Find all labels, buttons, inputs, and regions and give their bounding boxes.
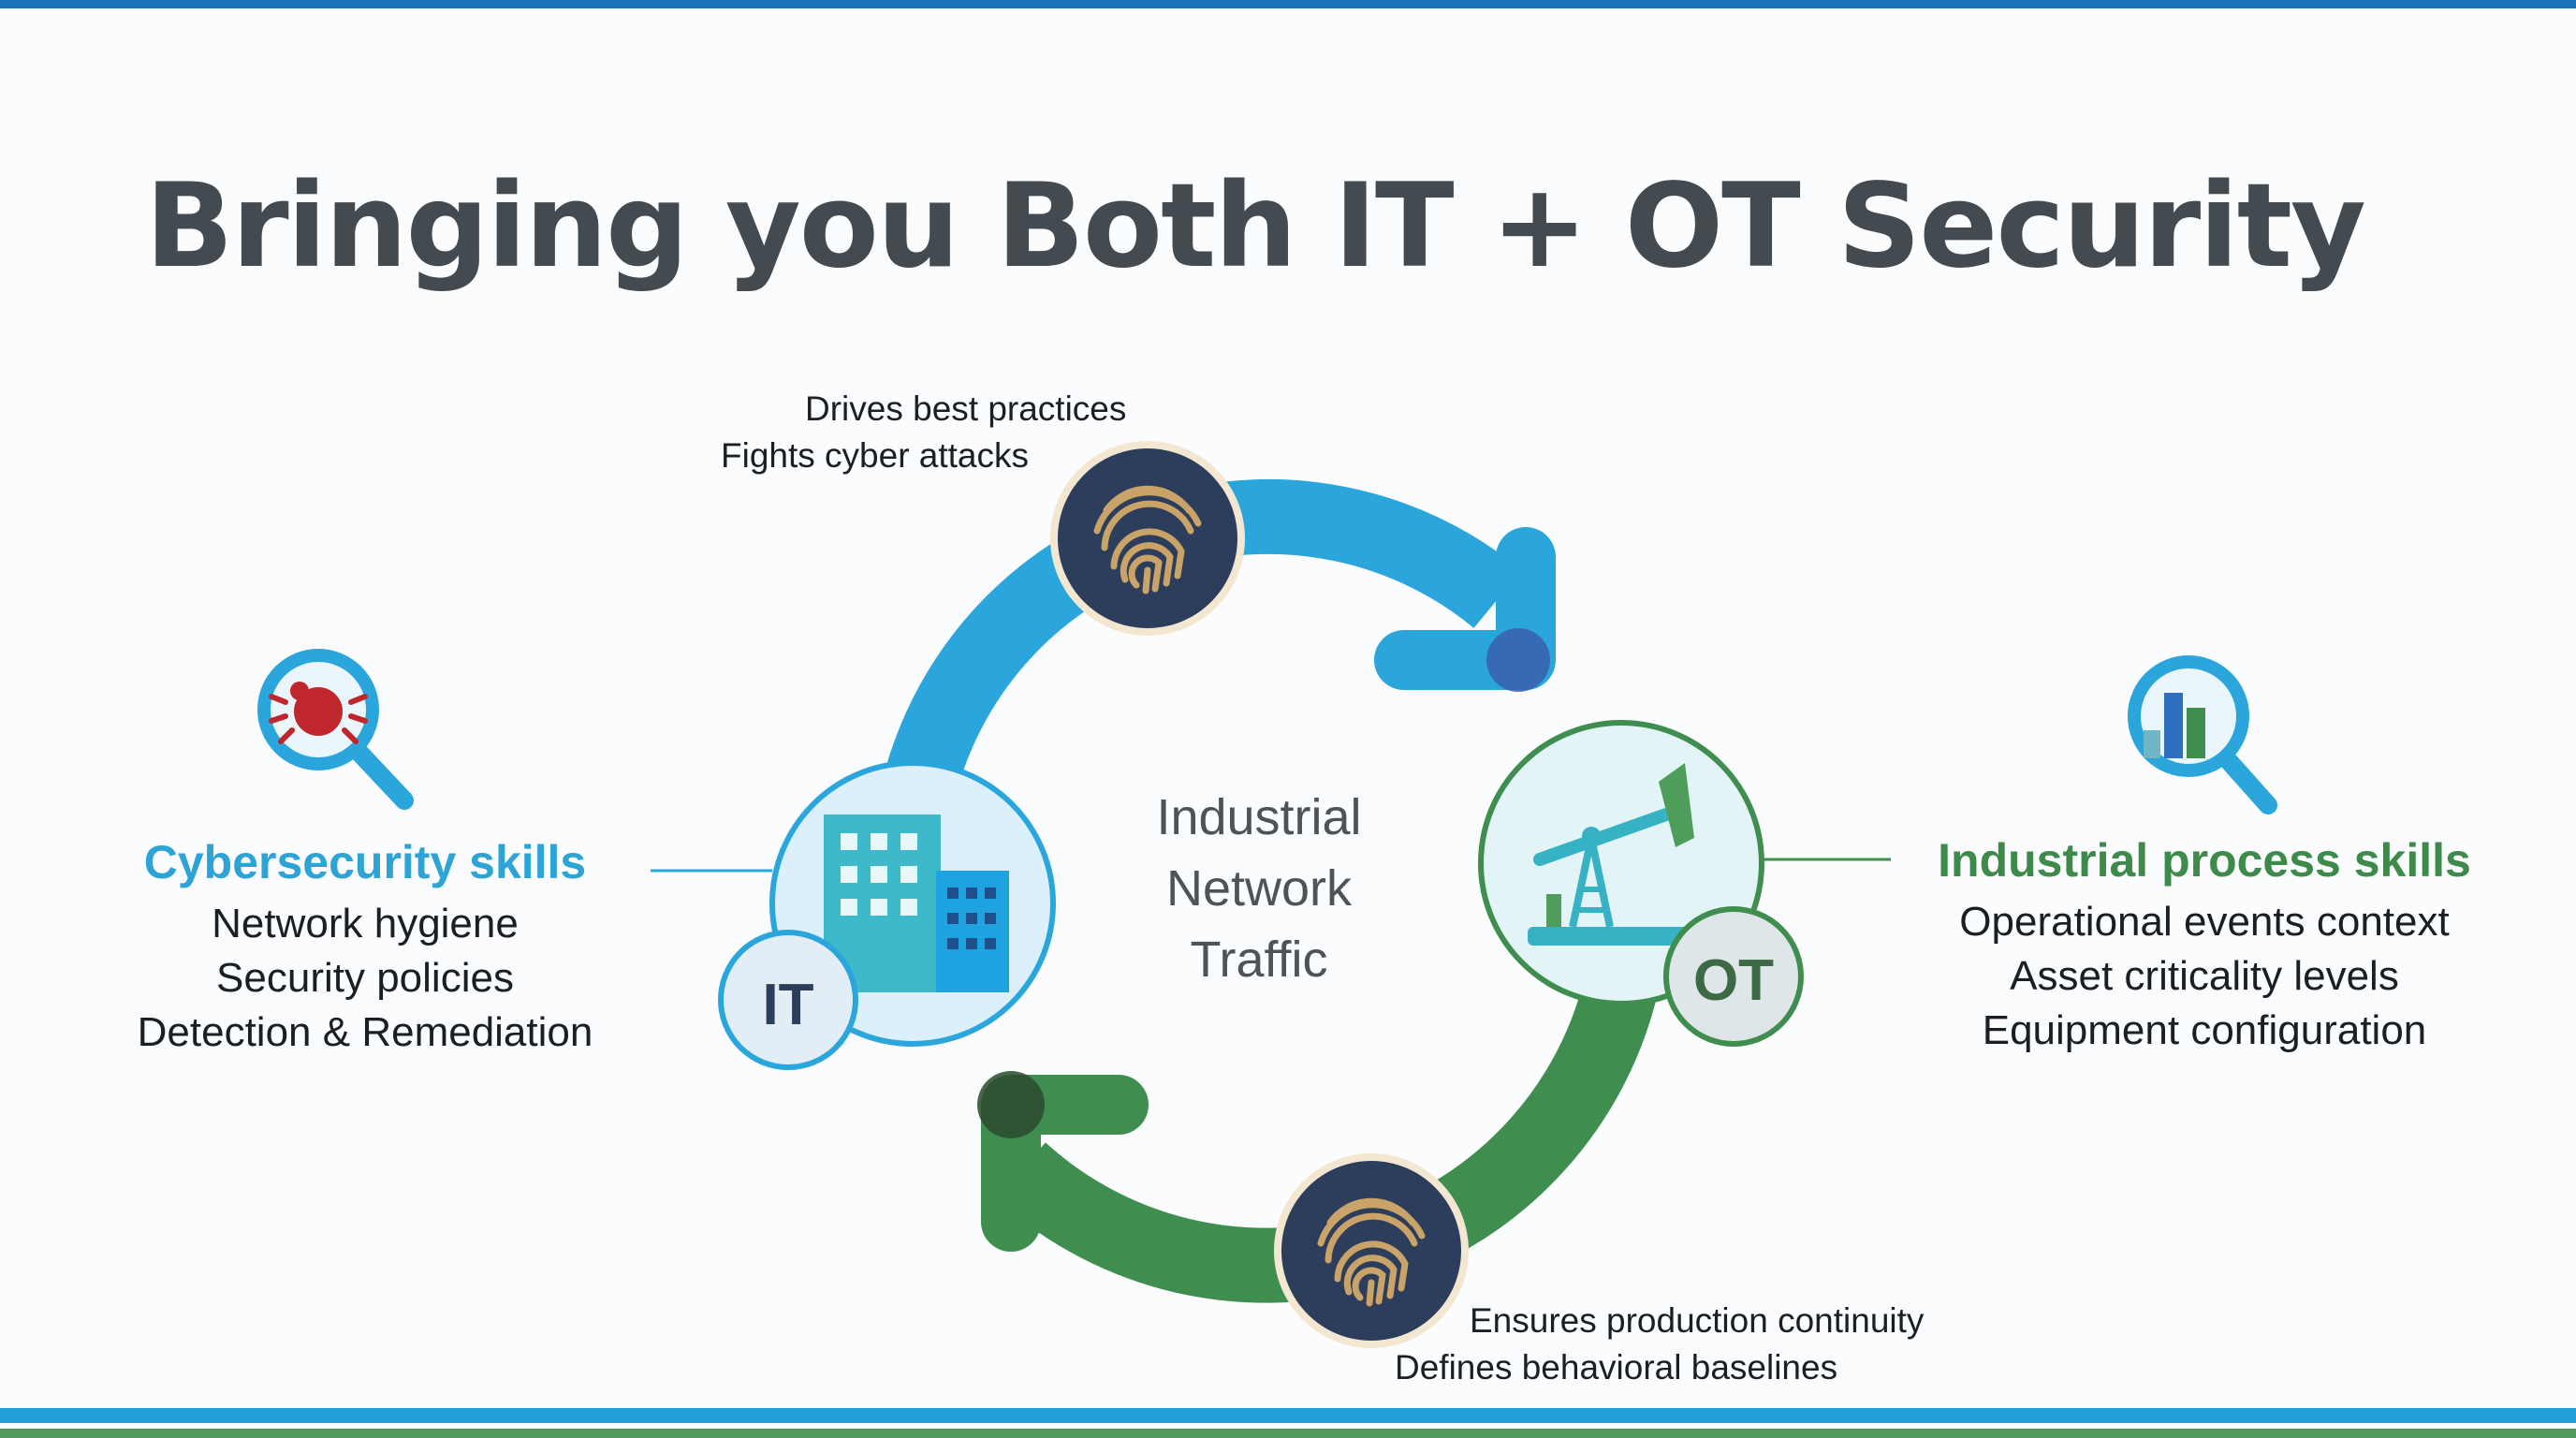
right-panel-item: Asset criticality levels [2010, 953, 2399, 999]
bottom-accent-bar-blue [0, 1408, 2576, 1423]
bottom-cycle-label-2: Defines behavioral baselines [1395, 1348, 1837, 1387]
fingerprint-icon [1050, 441, 1245, 636]
bug-magnifier-icon [257, 649, 414, 810]
left-panel: Cybersecurity skills Network hygiene Sec… [122, 835, 608, 1060]
right-panel-item: Equipment configuration [1982, 1007, 2427, 1053]
left-panel-item: Detection & Remediation [137, 1009, 593, 1055]
blue-arrow-head [1374, 527, 1556, 692]
bottom-accent-bar-green [0, 1429, 2576, 1438]
top-cycle-label: Drives best practices [805, 389, 1126, 429]
top-cycle-line-1: Drives best practices [805, 389, 1127, 428]
right-panel: Industrial process skills Operational ev… [1928, 833, 2481, 1058]
office-building-icon [824, 814, 1009, 992]
oil-pump-icon [1528, 763, 1701, 946]
center-line-3: Traffic [1190, 932, 1328, 988]
left-panel-item: Security policies [216, 955, 514, 1001]
ot-badge [1663, 906, 1804, 1047]
top-accent-bar [0, 0, 2576, 8]
right-panel-item: Operational events context [1959, 899, 2450, 945]
ot-badge-label: OT [1692, 948, 1775, 1013]
bottom-cycle-line-2: Defines behavioral baselines [1395, 1348, 1838, 1387]
it-badge [718, 930, 858, 1070]
top-cycle-line-2: Fights cyber attacks [721, 436, 1030, 475]
center-label: Industrial Network Traffic [1109, 782, 1409, 995]
left-panel-heading: Cybersecurity skills [143, 836, 587, 888]
left-panel-item: Network hygiene [212, 901, 519, 946]
center-line-1: Industrial [1156, 789, 1362, 845]
bottom-cycle-label: Ensures production continuity [1470, 1301, 1924, 1341]
bottom-cycle-line-1: Ensures production continuity [1470, 1301, 1925, 1340]
green-arrow-head [977, 1071, 1149, 1252]
it-badge-label: IT [762, 973, 814, 1037]
fingerprint-icon [1274, 1153, 1469, 1348]
chart-magnifier-icon [2128, 655, 2277, 814]
right-panel-heading: Industrial process skills [1938, 834, 2471, 887]
center-line-2: Network [1165, 860, 1353, 917]
top-cycle-label-2: Fights cyber attacks [721, 436, 1029, 476]
page-title: Bringing you Both IT + OT Security [145, 159, 2366, 294]
